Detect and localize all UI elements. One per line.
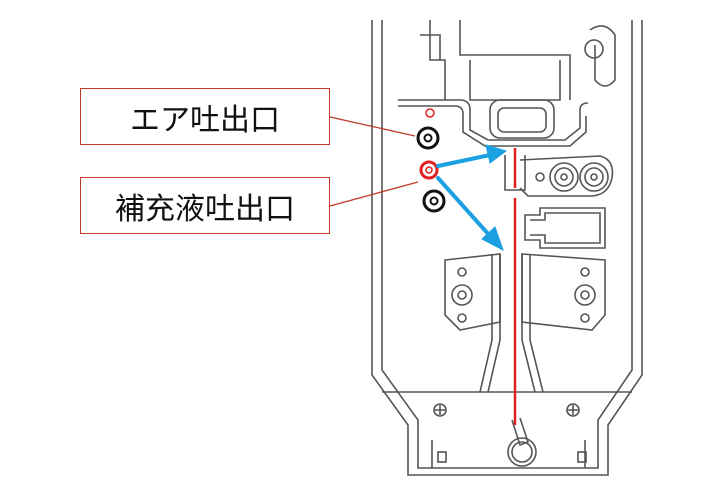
- air-outlet-port: [416, 126, 440, 150]
- air-outlet-leader: [329, 116, 416, 137]
- refill-outlet-label: 補充液吐出口: [80, 177, 330, 234]
- arrow-to-upper: [436, 153, 492, 168]
- indicator-ring: [425, 108, 435, 118]
- arrow-head-lower: [481, 226, 504, 252]
- arrow-to-lower: [436, 176, 492, 238]
- lower-port: [422, 189, 446, 213]
- device-outline: [371, 20, 643, 476]
- arrow-head-upper: [485, 144, 508, 164]
- refill-outlet-leader: [329, 181, 419, 207]
- air-outlet-label: エア吐出口: [80, 88, 330, 145]
- refill-outlet-port: [419, 160, 439, 180]
